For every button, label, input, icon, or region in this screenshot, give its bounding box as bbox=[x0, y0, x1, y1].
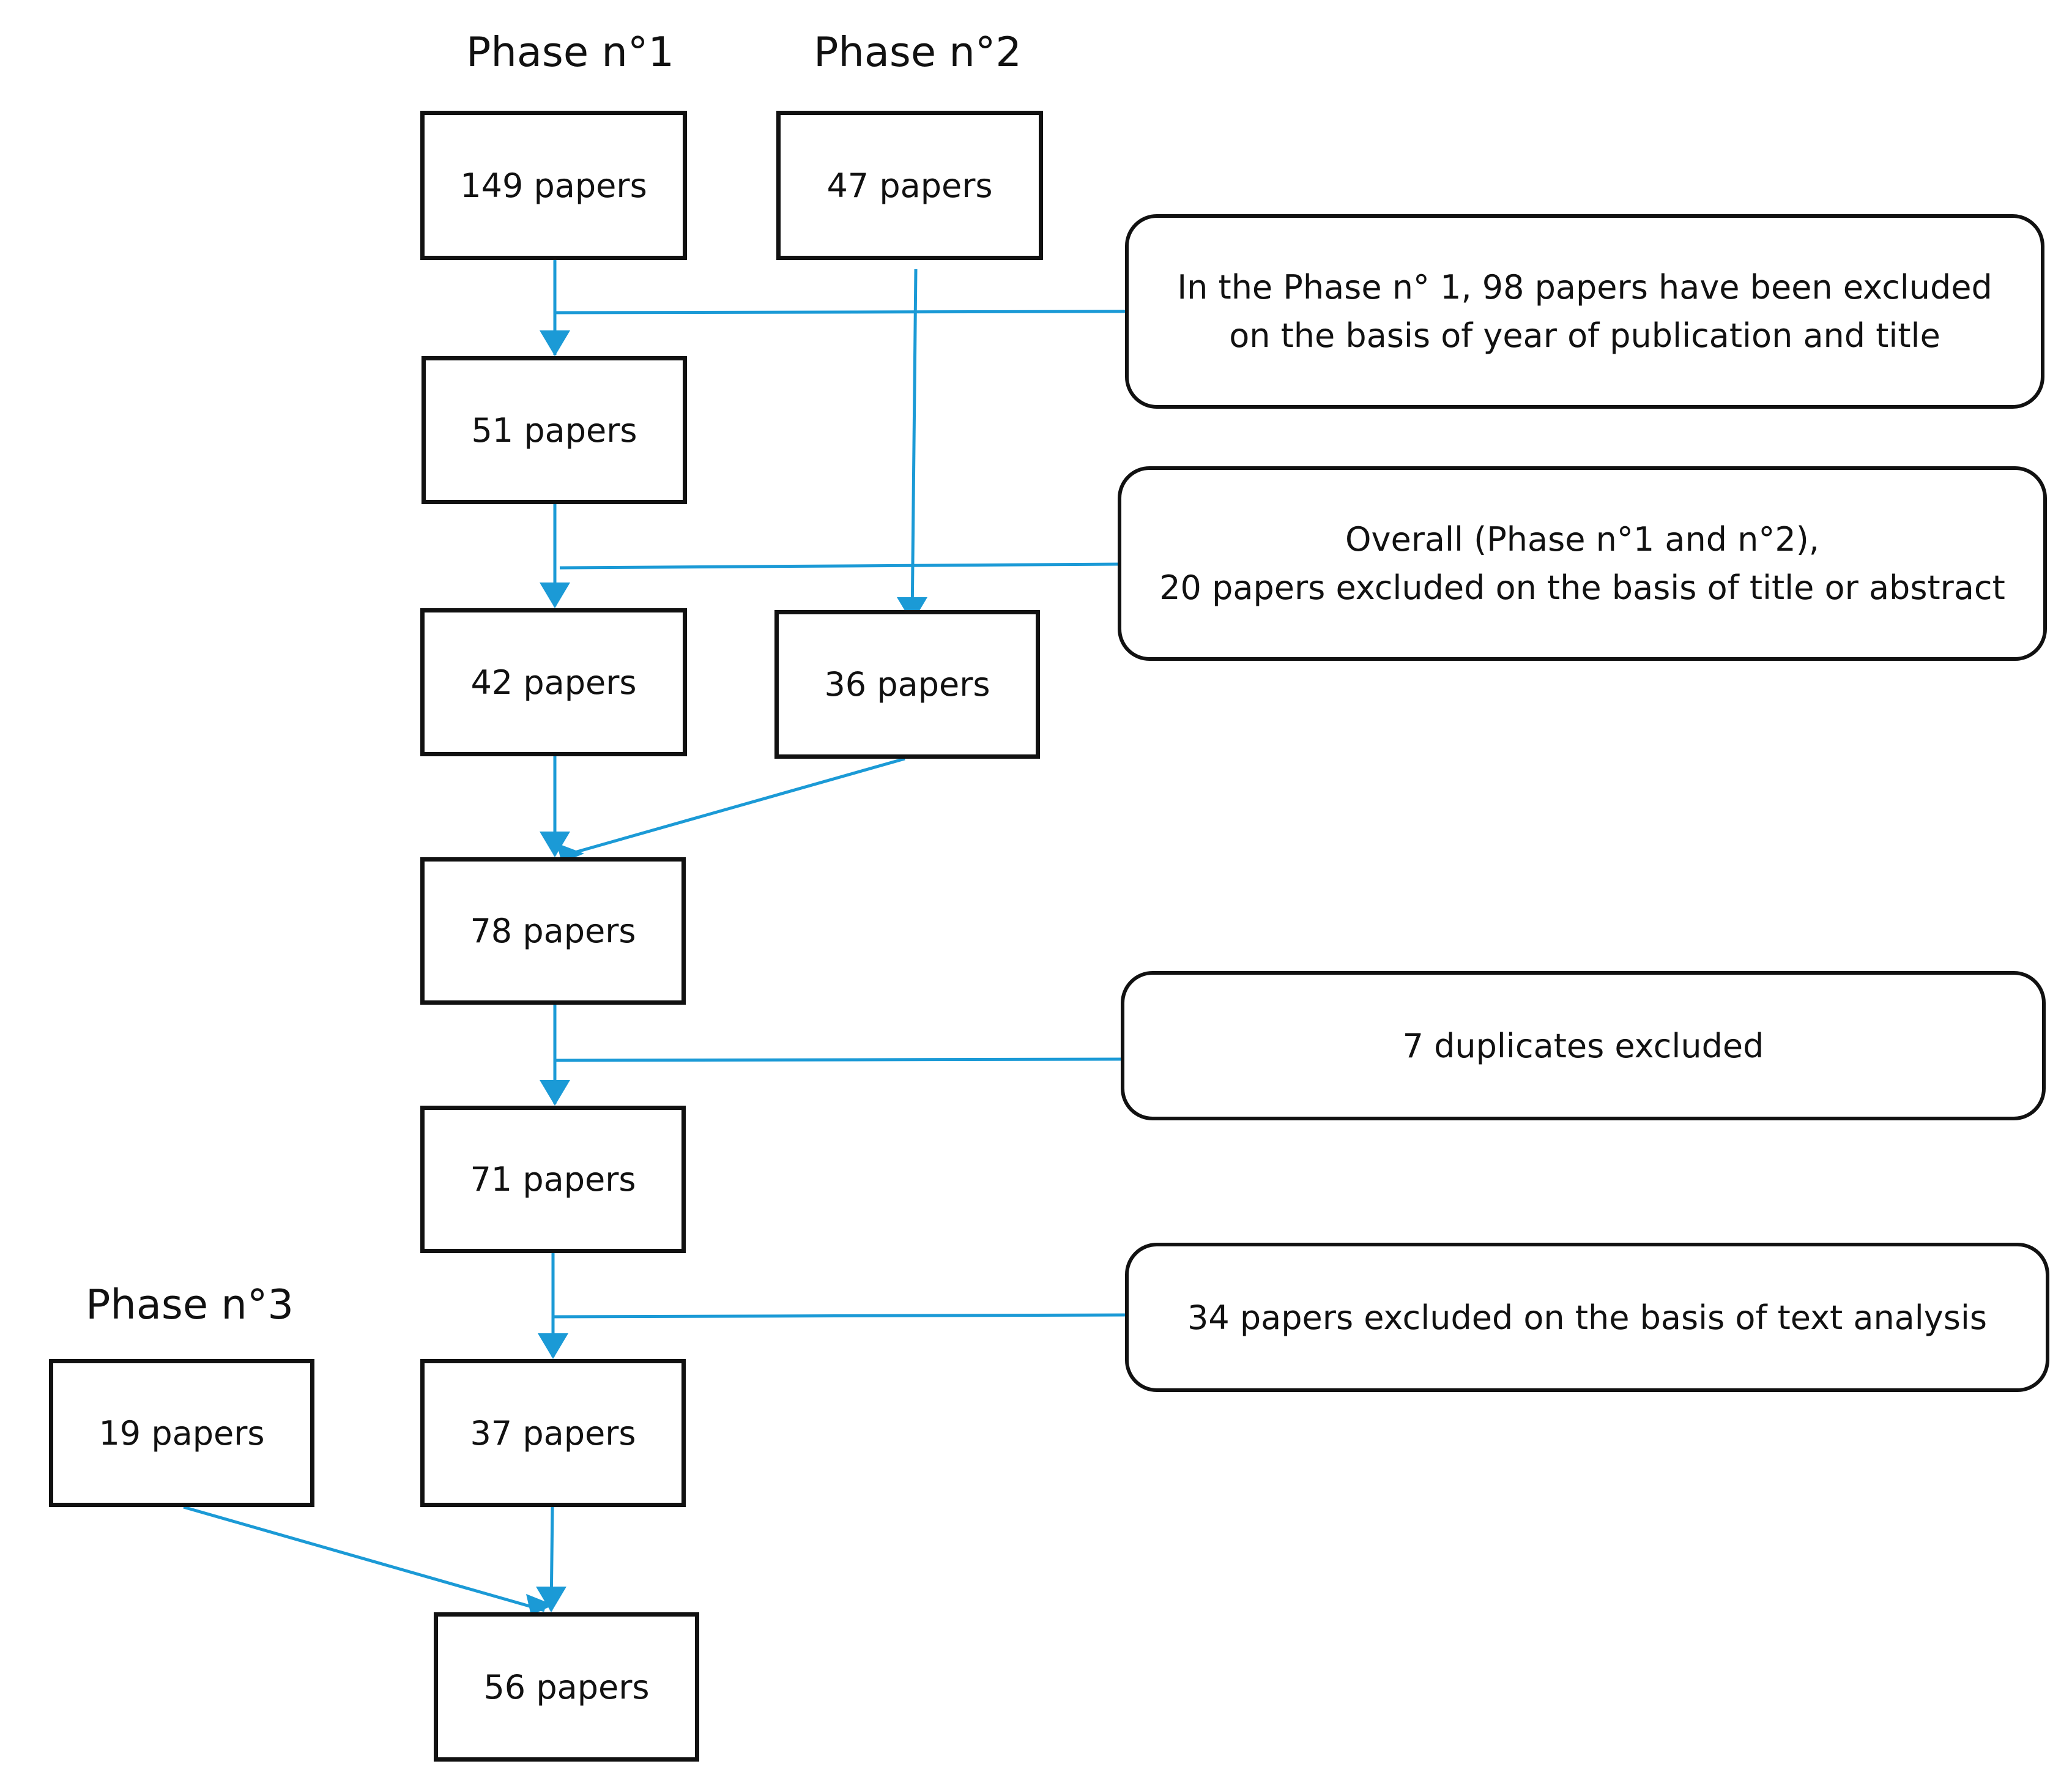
connector-note-text-analysis bbox=[552, 1313, 1128, 1319]
box-36-papers: 36 papers bbox=[774, 610, 1040, 759]
note-duplicates: 7 duplicates excluded bbox=[1121, 971, 2046, 1120]
connector-note-phase1 bbox=[554, 310, 1128, 315]
note-text-analysis: 34 papers excluded on the basis of text … bbox=[1125, 1243, 2049, 1392]
box-37-papers: 37 papers bbox=[420, 1359, 686, 1507]
arrowhead-78 bbox=[540, 832, 570, 857]
note-overall-exclusion: Overall (Phase n°1 and n°2), 20 papers e… bbox=[1118, 466, 2047, 661]
note-phase1-line2: on the basis of year of publication and … bbox=[1229, 316, 1940, 355]
note-text-analysis-text: 34 papers excluded on the basis of text … bbox=[1187, 1298, 1987, 1337]
box-19-papers: 19 papers bbox=[49, 1359, 314, 1507]
arrow-19-to-56 bbox=[183, 1505, 545, 1612]
phase-2-label: Phase n°2 bbox=[814, 28, 1022, 76]
box-56-papers: 56 papers bbox=[434, 1612, 699, 1762]
note-duplicates-text: 7 duplicates excluded bbox=[1402, 1026, 1764, 1065]
box-51-papers: 51 papers bbox=[421, 356, 687, 504]
phase-3-label: Phase n°3 bbox=[86, 1281, 294, 1328]
note-phase1-exclusion: In the Phase n° 1, 98 papers have been e… bbox=[1125, 214, 2044, 409]
note-overall-line2: 20 papers excluded on the basis of title… bbox=[1159, 568, 2005, 607]
arrowhead-51 bbox=[540, 330, 570, 356]
arrowheads bbox=[526, 330, 927, 1615]
box-149-papers: 149 papers bbox=[420, 111, 687, 260]
box-47-papers: 47 papers bbox=[776, 111, 1043, 260]
arrowhead-56 bbox=[536, 1587, 566, 1612]
arrowhead-42 bbox=[540, 583, 570, 608]
arrow-36-to-78 bbox=[563, 757, 905, 857]
arrowhead-37 bbox=[538, 1333, 568, 1359]
note-phase1-line1: In the Phase n° 1, 98 papers have been e… bbox=[1177, 268, 1992, 307]
connector-note-duplicates bbox=[554, 1057, 1124, 1062]
box-71-papers: 71 papers bbox=[420, 1106, 686, 1253]
arrows bbox=[183, 260, 1128, 1612]
arrow-47-to-36 bbox=[910, 269, 918, 622]
connector-note-overall bbox=[559, 562, 1121, 570]
note-overall-line1: Overall (Phase n°1 and n°2), bbox=[1345, 520, 1819, 559]
box-42-papers: 42 papers bbox=[420, 608, 687, 756]
phase-1-label: Phase n°1 bbox=[466, 28, 674, 76]
box-78-papers: 78 papers bbox=[420, 857, 686, 1005]
arrowhead-56-from-19 bbox=[526, 1594, 554, 1615]
arrowhead-71 bbox=[540, 1080, 570, 1106]
